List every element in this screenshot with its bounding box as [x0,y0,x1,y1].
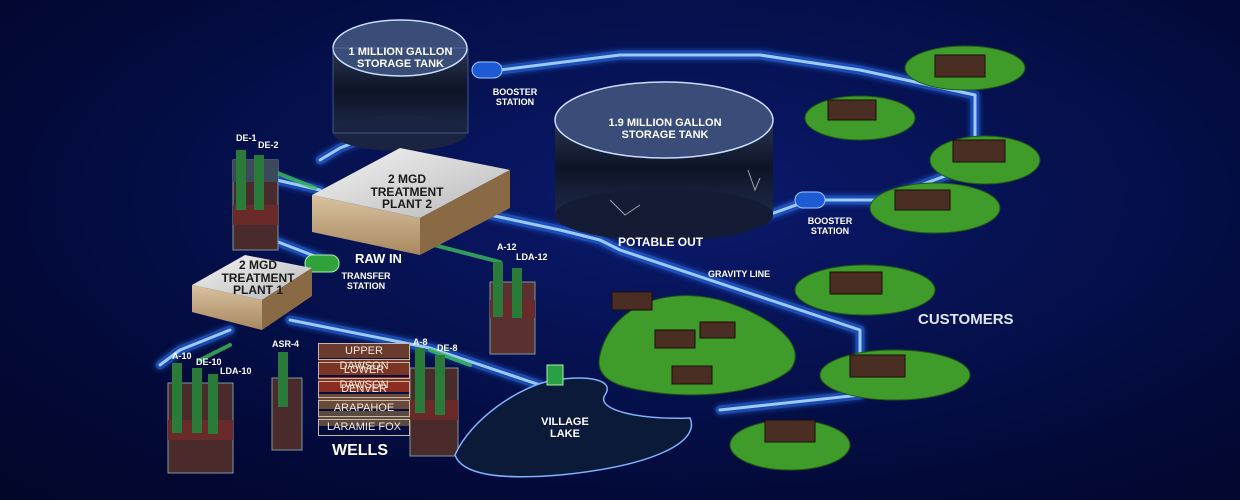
plant-1-label: 2 MGD TREATMENT PLANT 1 [213,259,303,297]
treatment-plant-1 [192,255,312,330]
booster-right-line2: STATION [810,225,850,236]
plant-2-line3: PLANT 2 [381,197,432,212]
raw-in-label: RAW IN [355,251,402,266]
well-de2-label: DE-2 [258,140,279,150]
tank-1-9m-label: 1.9 MILLION GALLON STORAGE TANK [585,117,745,141]
plant-2-line2: TREATMENT [370,184,444,199]
well-de1-label: DE-1 [236,133,257,143]
well-lda10-label: LDA-10 [220,366,252,376]
plant-1-line2: TREATMENT [221,270,295,285]
storage-tank-1-9m [554,81,774,241]
tank-1m-label-line1: 1 MILLION GALLON [348,46,453,58]
aquifer-upper-dawson: UPPER DAWSON [318,343,410,372]
plant-1-line1: 2 MGD [238,258,277,272]
plant-2-line1: 2 MGD [387,172,426,186]
booster-station-right-shape [794,191,826,209]
customer-houses [611,54,1006,443]
village-lake-label: VILLAGE LAKE [535,416,595,440]
well-a12-label: A-12 [497,242,517,252]
booster-right-line1: BOOSTER [807,216,853,226]
well-de10-label: DE-10 [196,357,222,367]
transfer-line1: TRANSFER [341,271,391,281]
aquifer-layers: UPPER DAWSON LOWER DAWSON DENVER ARAPAHO… [318,343,410,438]
potable-out-label: POTABLE OUT [618,235,704,249]
wells-group-de [232,150,279,251]
tank-1-9m-label-line1: 1.9 MILLION GALLON [608,117,722,129]
well-de8-label: DE-8 [437,343,458,353]
village-lake [454,364,693,478]
tank-1m-label-line2: STORAGE TANK [357,58,444,71]
aquifer-stack [318,343,410,426]
booster-station-top-shape [471,61,503,79]
gravity-line-label: GRAVITY LINE [708,269,771,279]
storage-tank-1m [332,19,469,151]
transfer-station-shape [304,254,340,273]
booster-station-right-label: BOOSTER STATION [800,216,860,237]
treatment-plant-2 [312,148,510,255]
pipe-network [155,50,980,415]
booster-top-line1: BOOSTER [492,87,538,97]
aquifer-lower-dawson: LOWER DAWSON [318,362,410,391]
booster-station-top-label: BOOSTER STATION [485,87,545,108]
aquifer-laramie-fox: LARAMIE FOX [318,419,410,436]
wells-group-a10 [167,363,234,474]
well-a10-label: A-10 [172,351,192,361]
plant-2-label: 2 MGD TREATMENT PLANT 2 [362,173,452,211]
wells-group-a12 [489,262,536,355]
wells-group-a8 [409,348,459,457]
transfer-line2: STATION [346,280,386,291]
plant-1-line3: PLANT 1 [232,283,283,298]
customers-label: CUSTOMERS [918,311,1014,328]
well-asr4-label: ASR-4 [272,339,300,349]
tank-1m-label: 1 MILLION GALLON STORAGE TANK [338,46,463,70]
well-a8-label: A-8 [413,337,428,347]
lake-line1: VILLAGE [541,416,589,428]
aquifer-arapahoe: ARAPAHOE [318,400,410,417]
booster-top-line2: STATION [495,96,535,107]
wells-group-asr4 [271,352,303,451]
aquifer-denver: DENVER [318,381,410,398]
transfer-station-label: TRANSFER STATION [336,271,396,292]
wells-title: WELLS [332,442,388,459]
well-lda12-label: LDA-12 [516,252,548,262]
lake-line2: LAKE [550,428,580,441]
tank-1-9m-label-line2: STORAGE TANK [621,129,709,142]
